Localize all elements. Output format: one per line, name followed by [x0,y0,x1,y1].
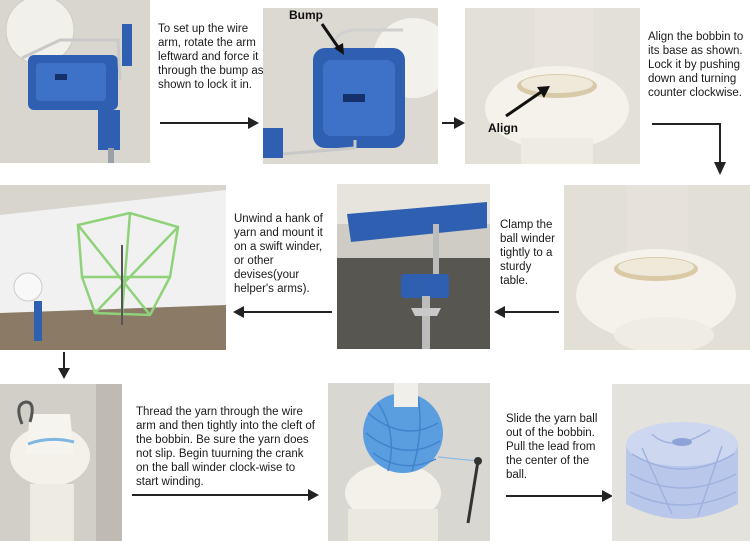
arrow-down-turn-right [652,120,732,178]
step-2-instruction: Align the bobbin to its base as shown. L… [648,31,744,99]
photo-winder-wire-arm [0,0,150,163]
step-3-instruction: Clamp the ball winder tightly to a sturd… [500,219,555,287]
step-6-instruction: Slide the yarn ball out of the bobbin. P… [506,413,598,481]
photo-yarn-winding [328,383,490,541]
photo-clamp-table [337,184,490,349]
arrow-right-3 [132,488,320,502]
photo-winder-bump [263,8,438,164]
arrow-left-2 [493,305,559,319]
arrow-right-2 [442,116,466,130]
photo-finished-yarn-ball [612,384,750,541]
photo-thread-yarn [0,384,122,541]
photo-bobbin-align [465,8,640,164]
photo-bobbin-locked [564,185,750,350]
arrow-right-4 [506,489,614,503]
step-1-instruction: To set up the wire arm, rotate the arm l… [158,23,264,91]
callout-align: Align [488,121,518,135]
callout-bump: Bump [289,8,323,22]
arrow-down-left [57,352,71,380]
arrow-bump-pointer [318,22,348,56]
step-5-instruction: Thread the yarn through the wire arm and… [136,406,315,488]
arrow-align-pointer [504,84,552,120]
step-4-instruction: Unwind a hank of yarn and mount it on a … [234,213,323,295]
photo-swift-winder [0,185,226,350]
arrow-right-1 [160,116,260,130]
arrow-left-1 [232,305,332,319]
